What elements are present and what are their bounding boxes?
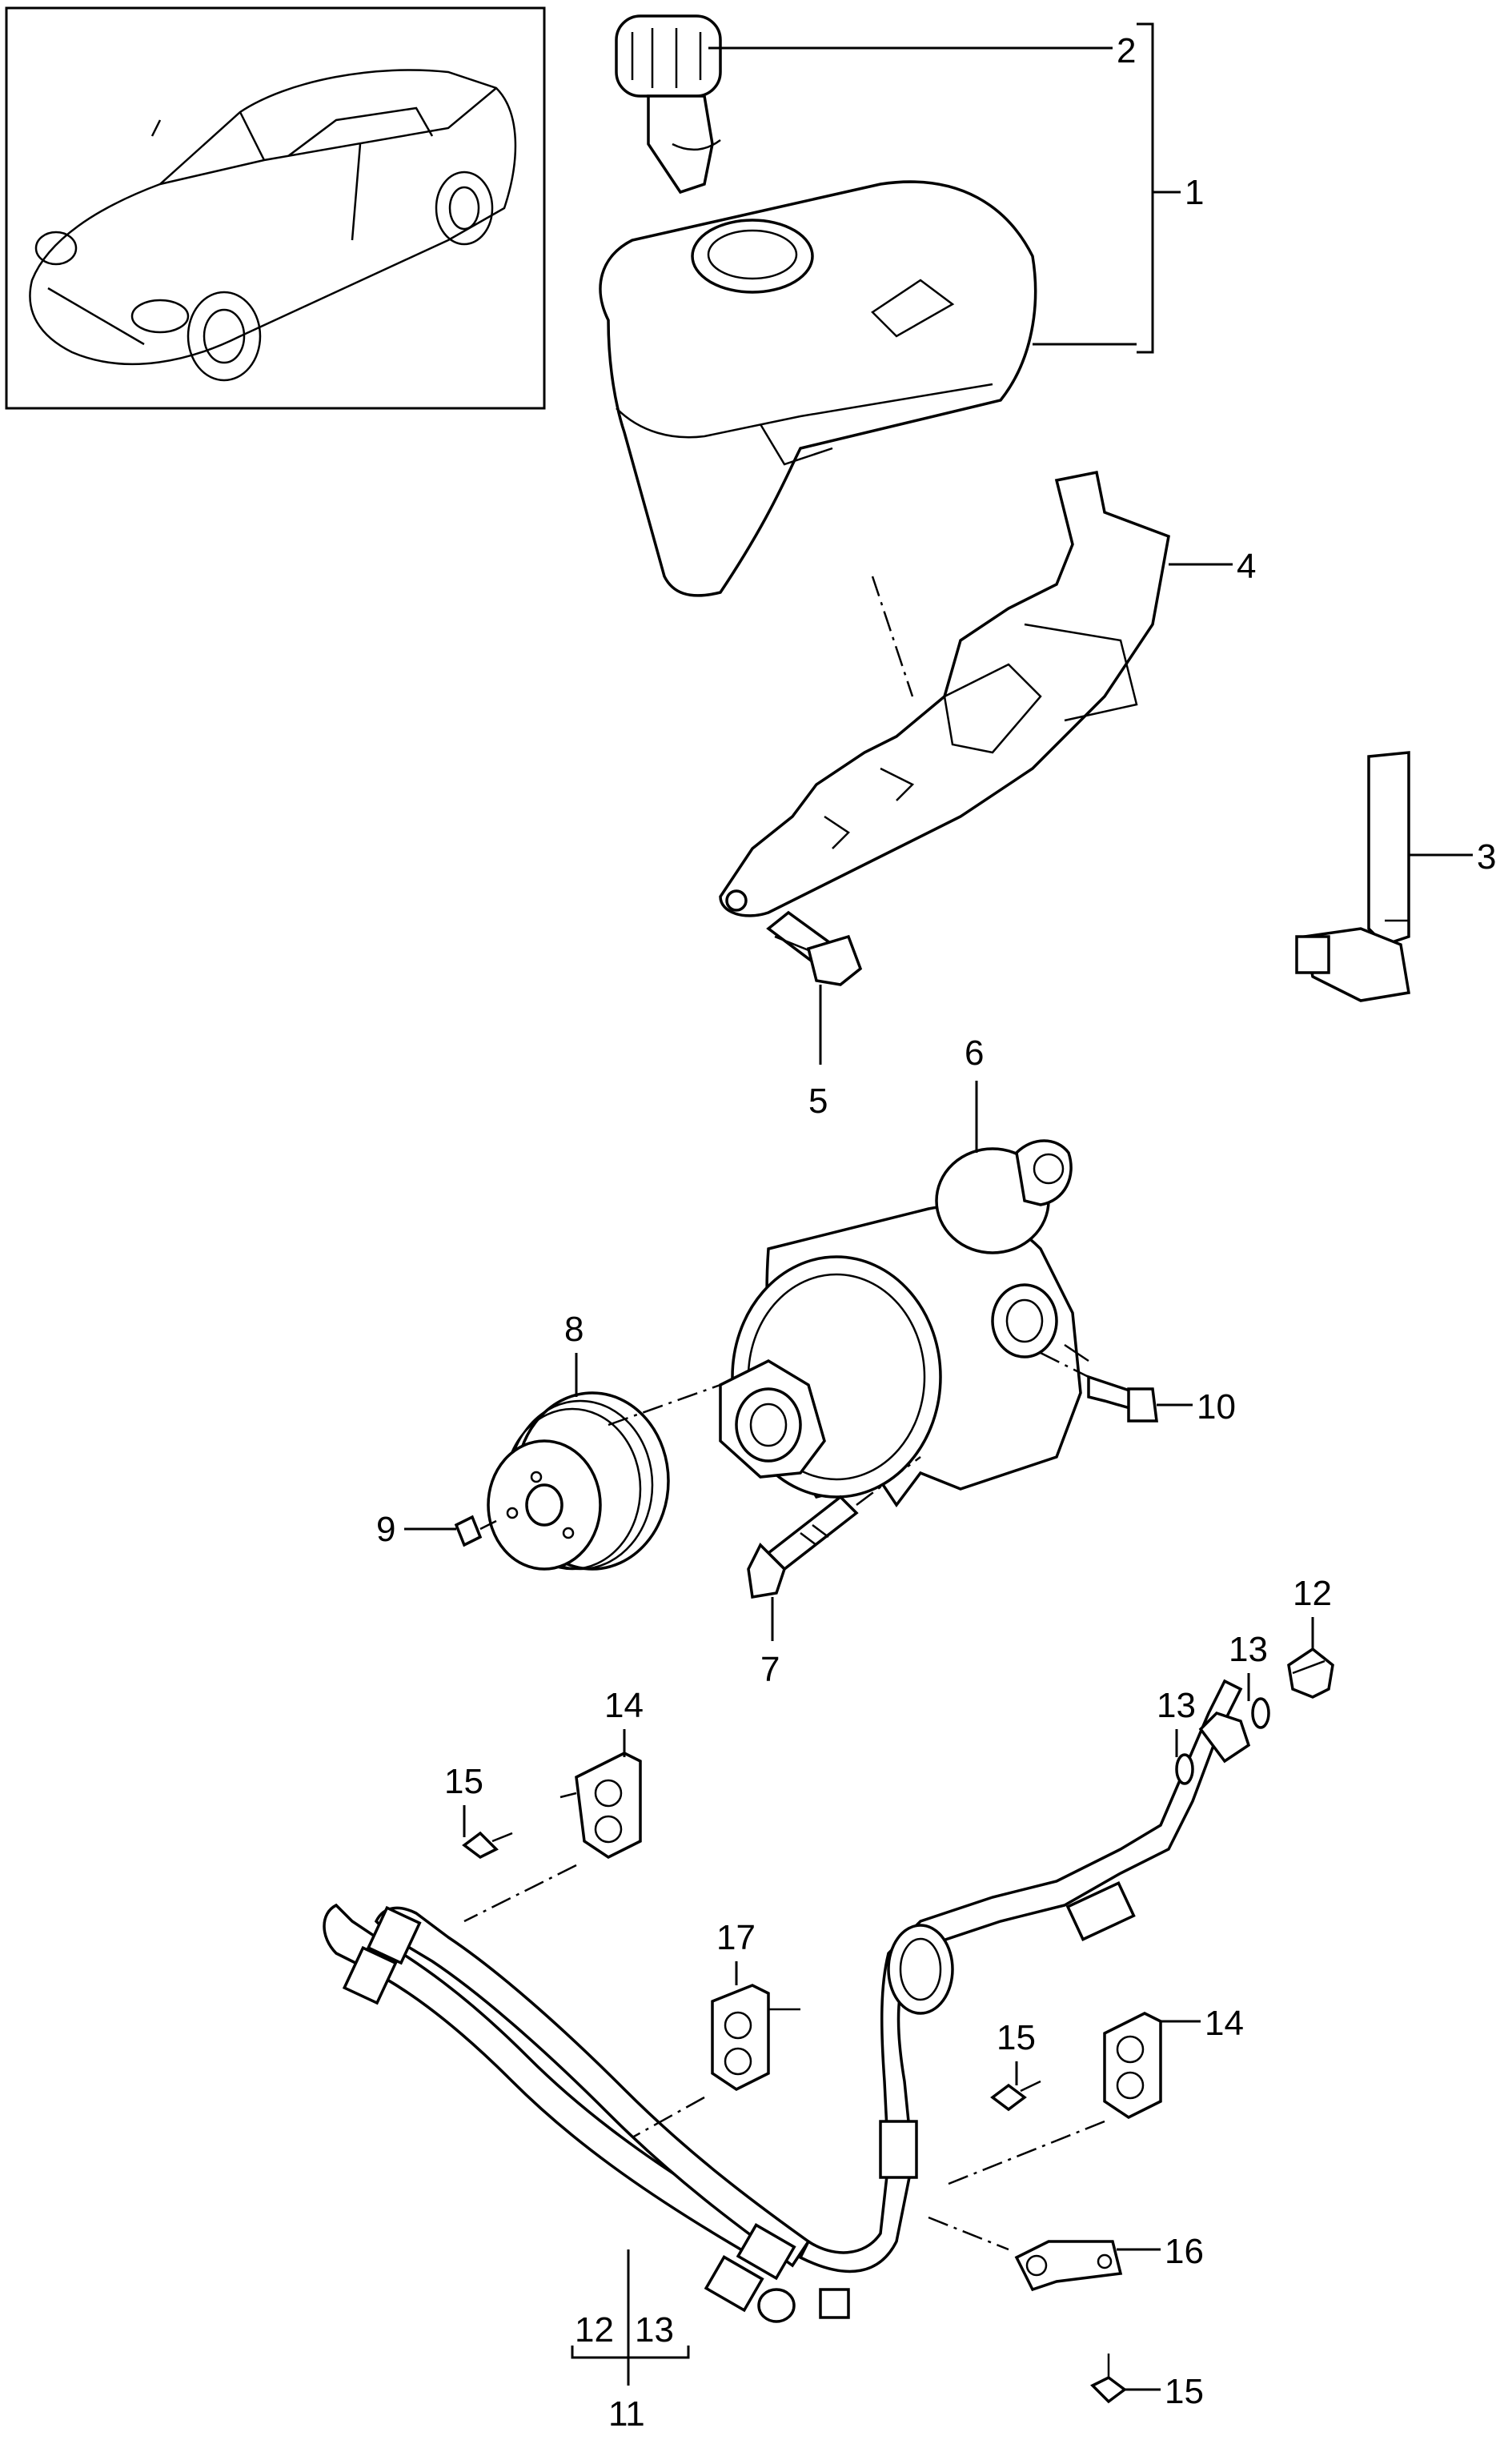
clamp-bolt-left — [462, 1831, 513, 1860]
callout-label: 16 — [1165, 2232, 1204, 2271]
hose-assembly — [323, 1679, 1251, 2323]
callout-label: 15 — [997, 2018, 1036, 2057]
pump-bolt-long — [747, 1495, 859, 1599]
banjo-bolt — [1287, 1647, 1334, 1699]
assembly-line-bracket-16 — [928, 2216, 1009, 2251]
assembly-line-pulley — [608, 1383, 721, 1427]
callout-label: 2 — [1117, 31, 1136, 70]
clamp-bolt-right — [990, 2080, 1041, 2112]
callout-labels: 2 1 4 3 5 6 8 9 10 7 12 13 13 14 15 17 1… — [376, 31, 1496, 2434]
leader-lines — [404, 22, 1473, 2391]
hose-clamp-middle — [711, 1984, 800, 2092]
pump-pulley — [487, 1391, 670, 1571]
callout-label: 6 — [965, 1033, 984, 1073]
callout-label: 12 — [575, 2310, 614, 2350]
bracket-bolt-bottom — [1090, 2354, 1127, 2404]
power-steering-pump — [719, 1139, 1089, 1508]
assembly-line-clamp-left — [463, 1864, 577, 1923]
callout-label: 1 — [1185, 173, 1204, 212]
callout-label: 13 — [1157, 1686, 1196, 1725]
vehicle-thumbnail — [5, 6, 546, 410]
reservoir-cap — [615, 14, 722, 195]
callout-label: 12 — [1293, 1574, 1332, 1613]
callout-label: 14 — [604, 1686, 644, 1725]
callout-label: 13 — [1229, 1630, 1268, 1669]
callout-label: 3 — [1477, 837, 1496, 877]
hose-bracket — [1014, 2240, 1123, 2292]
callout-label: 7 — [760, 1650, 780, 1689]
seal-washer-lower — [1175, 1753, 1194, 1785]
assembly-line-bolt-10 — [1040, 1351, 1089, 1378]
assembly-line-bolt-7 — [856, 1456, 921, 1506]
assembly-line-clamp-middle — [632, 2096, 705, 2139]
callout-label: 5 — [808, 1082, 828, 1121]
hose-clamp-left — [559, 1752, 642, 1860]
pump-bolt-side — [1087, 1374, 1158, 1423]
pulley-bolt — [454, 1515, 497, 1547]
callout-label: 4 — [1237, 547, 1256, 586]
callout-label: 15 — [1165, 2372, 1204, 2411]
assembly-line-reservoir — [871, 576, 914, 697]
callout-label: 15 — [444, 1762, 483, 1801]
callout-label: 10 — [1197, 1387, 1236, 1427]
fluid-reservoir — [599, 180, 1037, 597]
callout-label: 9 — [376, 1510, 395, 1549]
seal-washer-upper — [1251, 1697, 1270, 1729]
bracket-bolt — [766, 910, 863, 986]
callout-label: 8 — [564, 1310, 584, 1349]
callout-label: 11 — [608, 2394, 645, 2434]
level-sensor — [1295, 751, 1411, 1002]
assembly-line-clamp-right — [944, 2120, 1105, 2187]
callout-label: 17 — [716, 1918, 756, 1957]
reservoir-bracket — [719, 470, 1170, 917]
hose-clamp-right — [1103, 2012, 1162, 2120]
callout-label: 13 — [635, 2310, 674, 2350]
callout-label: 14 — [1205, 2004, 1244, 2043]
